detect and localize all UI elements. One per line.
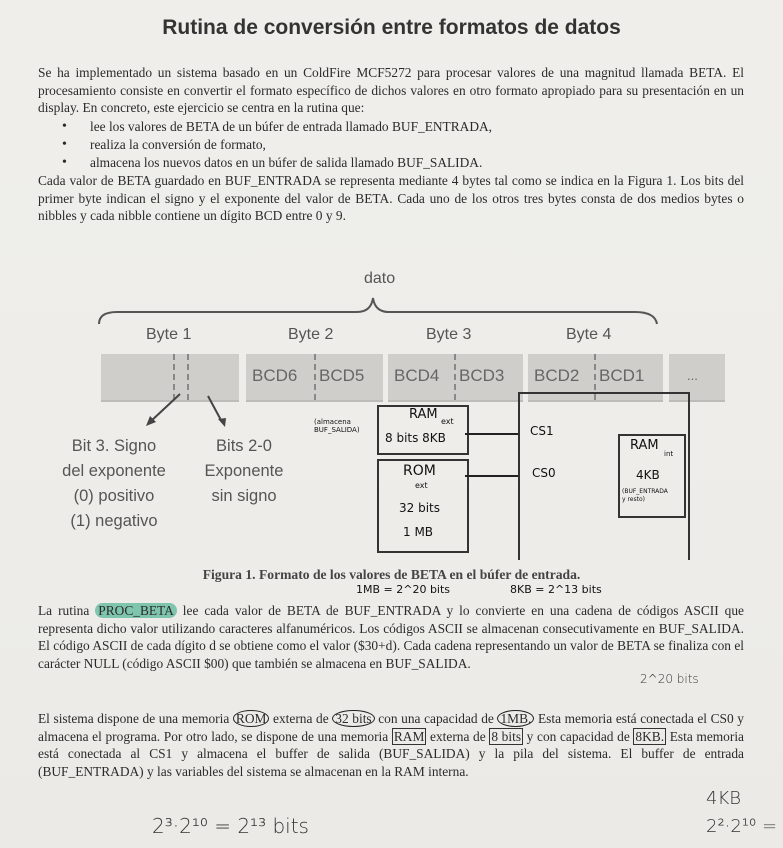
bcd6-nibble: BCD6 xyxy=(252,366,298,385)
bcd1-nibble: BCD1 xyxy=(599,366,645,385)
bits20-description: Bits 2-0 Exponente sin signo xyxy=(204,437,284,505)
byte-2-cell: BCD6 BCD5 xyxy=(246,354,383,402)
cs0-label: CS0 xyxy=(532,466,556,480)
rom-ext-size: 1 MB xyxy=(403,525,434,539)
byte-1-label: Byte 1 xyxy=(146,326,192,343)
ram-int-sub: int xyxy=(664,450,674,458)
format-paragraph: Cada valor de BETA guardado en BUF_ENTRA… xyxy=(38,173,744,224)
bit-divider xyxy=(187,354,189,400)
byte-3-label: Byte 3 xyxy=(426,326,472,343)
byte-4-label: Byte 4 xyxy=(566,326,612,343)
bits8-boxed: 8 bits xyxy=(489,727,524,745)
arrows-icon xyxy=(146,393,226,427)
byte-3-cell: BCD4 BCD3 xyxy=(388,354,523,402)
nibble-divider xyxy=(314,354,316,400)
cpu-box: CS1 CS0 RAM int 4KB (BUF_ENTRADA y resto… xyxy=(518,392,690,560)
byte-4-cell: BCD2 BCD1 xyxy=(528,354,663,402)
figure-caption: Figura 1. Formato de los valores de BETA… xyxy=(202,567,581,582)
ram-ext-box: RAM ext 8 bits 8KB xyxy=(377,405,469,455)
ram-ext-sub: ext xyxy=(441,417,454,426)
brace-label: dato xyxy=(364,270,396,287)
list-item: almacena los nuevos datos en un búfer de… xyxy=(58,154,738,172)
bit-divider xyxy=(173,354,175,400)
page-title: Rutina de conversión entre formatos de d… xyxy=(162,16,621,39)
rom-ext-box: ROM ext 32 bits 1 MB xyxy=(377,459,469,553)
byte-1-cell xyxy=(101,354,239,402)
ram-int-title: RAM xyxy=(630,438,659,453)
ram-int-box: RAM int 4KB (BUF_ENTRADA y resto) xyxy=(618,434,686,518)
handwritten-20bits: 2^20 bits xyxy=(640,672,699,686)
intro-paragraph: Se ha implementado un sistema basado en … xyxy=(38,65,744,116)
ram-ext-title: RAM xyxy=(409,407,438,422)
list-item: lee los valores de BETA de un búfer de e… xyxy=(58,118,738,136)
bit3-description: Bit 3. Signo del exponente (0) positivo … xyxy=(62,437,166,530)
ram-int-size: 4KB xyxy=(636,468,660,482)
nibble-divider xyxy=(454,354,456,400)
nibble-divider xyxy=(594,354,596,400)
handwritten-1mb: 1MB = 2^20 bits xyxy=(356,583,451,596)
bcd3-nibble: BCD3 xyxy=(459,366,505,385)
ram-boxed: RAM xyxy=(391,727,427,745)
byte-2-label: Byte 2 xyxy=(288,326,334,343)
bcd5-nibble: BCD5 xyxy=(319,366,365,385)
mb1-circled: 1MB. xyxy=(497,710,535,727)
rom-ext-width: 32 bits xyxy=(399,501,440,515)
handwritten-eq-left: 2³·2¹⁰ = 2¹³ bits xyxy=(152,814,309,838)
bcd4-nibble: BCD4 xyxy=(394,366,440,385)
bus-lines xyxy=(465,433,520,477)
ram-int-note: (BUF_ENTRADA y resto) xyxy=(622,488,668,503)
rom-ext-sub: ext xyxy=(415,481,428,490)
kb8-boxed: 8KB. xyxy=(633,727,667,745)
ellipsis: ... xyxy=(687,368,698,383)
bits32-circled: 32 bits xyxy=(332,710,375,727)
rom-circled: ROM xyxy=(232,710,270,727)
list-item: realiza la conversión de formato, xyxy=(58,136,738,154)
proc-beta-paragraph: La rutina PROC_BETA lee cada valor de BE… xyxy=(38,603,744,671)
task-list: lee los valores de BETA de un búfer de e… xyxy=(58,118,738,172)
proc-beta-highlight: PROC_BETA xyxy=(95,603,177,618)
handwritten-4kb: 4KB xyxy=(706,788,742,809)
brace-icon xyxy=(98,297,658,325)
ram-ext-spec: 8 bits 8KB xyxy=(385,431,446,445)
more-bytes-cell: ... xyxy=(669,354,725,402)
ram-ext-note: (almacena BUF_SALIDA) xyxy=(314,418,360,434)
handwritten-eq-right: 2²·2¹⁰ = 2 xyxy=(706,816,783,837)
bcd2-nibble: BCD2 xyxy=(534,366,580,385)
rom-ext-title: ROM xyxy=(403,463,436,479)
handwritten-8kb: 8KB = 2^13 bits xyxy=(510,583,602,596)
memory-paragraph: El sistema dispone de una memoria ROM ex… xyxy=(38,710,745,779)
cs1-label: CS1 xyxy=(530,424,554,438)
